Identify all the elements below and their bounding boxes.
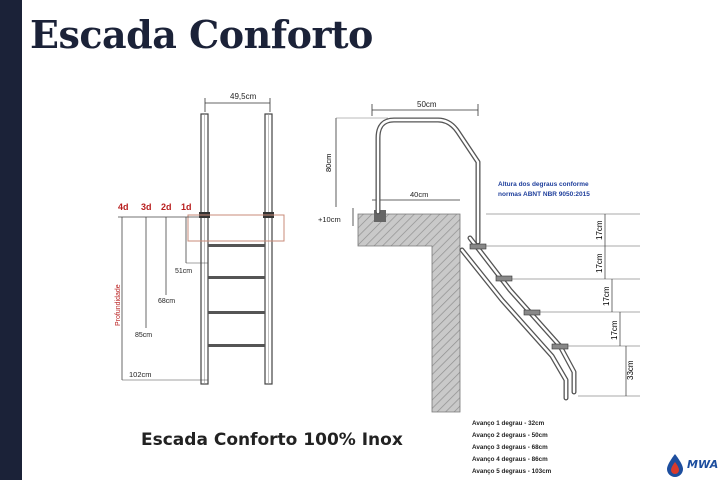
side-step-4 xyxy=(551,343,569,350)
depth-value-68: 68cm xyxy=(158,298,175,305)
side-width-label: 50cm xyxy=(417,100,437,109)
norm-note-line2: normas ABNT NBR 9050:2015 xyxy=(498,191,590,198)
front-width-label: 49,5cm xyxy=(230,92,257,101)
depth-value-102: 102cm xyxy=(129,370,152,379)
step-height-label-3: 17cm xyxy=(602,286,611,306)
side-step-1 xyxy=(469,243,487,250)
side-step-2 xyxy=(495,275,513,282)
front-step-1 xyxy=(208,244,265,247)
slide-title: Escada Conforto xyxy=(30,12,373,57)
diagram-caption: Escada Conforto 100% Inox xyxy=(141,430,403,450)
offset-label: +10cm xyxy=(318,215,341,224)
step-height-label-2: 17cm xyxy=(595,253,604,273)
depth-value-85: 85cm xyxy=(135,332,152,339)
water-drop-icon xyxy=(667,454,683,477)
advance-4: Avanço 4 degraus - 86cm xyxy=(472,456,548,463)
brand-logo-text: MWA xyxy=(687,458,719,471)
front-view: 49,5cm 4d 3d 2d 1d 51cm 68cm 85cm xyxy=(115,92,285,385)
side-step-3 xyxy=(523,309,541,316)
side-view: 50cm 80cm 40cm +10cm xyxy=(318,100,640,475)
pool-wall xyxy=(357,213,461,413)
advance-5: Avanço 5 degraus - 103cm xyxy=(472,468,552,475)
logo-drop-inner xyxy=(671,462,679,474)
platform-label: 40cm xyxy=(410,190,428,199)
stringer-inner-inner xyxy=(460,248,568,400)
advance-1: Avanço 1 degrau - 32cm xyxy=(472,420,545,427)
norm-note-line1: Altura dos degraus conforme xyxy=(498,181,589,188)
depth-step-3d: 3d xyxy=(141,202,152,212)
rail-height-label: 80cm xyxy=(324,154,333,172)
front-step-3 xyxy=(208,311,265,314)
bottom-height-label: 33cm xyxy=(626,360,635,380)
pool-edge-outline xyxy=(187,214,285,242)
stringer-inner xyxy=(459,247,569,401)
depth-step-4d: 4d xyxy=(118,202,129,212)
advance-2: Avanço 2 degraus - 50cm xyxy=(472,432,548,439)
depth-step-1d: 1d xyxy=(181,202,192,212)
depth-step-2d: 2d xyxy=(161,202,172,212)
handrail-inner xyxy=(376,118,480,244)
front-step-2 xyxy=(208,276,265,279)
step-height-label-1: 17cm xyxy=(595,220,604,240)
front-step-4 xyxy=(208,344,265,347)
depth-value-51: 51cm xyxy=(175,268,192,275)
sidebar-band xyxy=(0,0,22,480)
step-height-label-4: 17cm xyxy=(610,320,619,340)
depth-axis-label: Profundidade xyxy=(115,284,122,326)
advance-3: Avanço 3 degraus - 68cm xyxy=(472,444,548,451)
